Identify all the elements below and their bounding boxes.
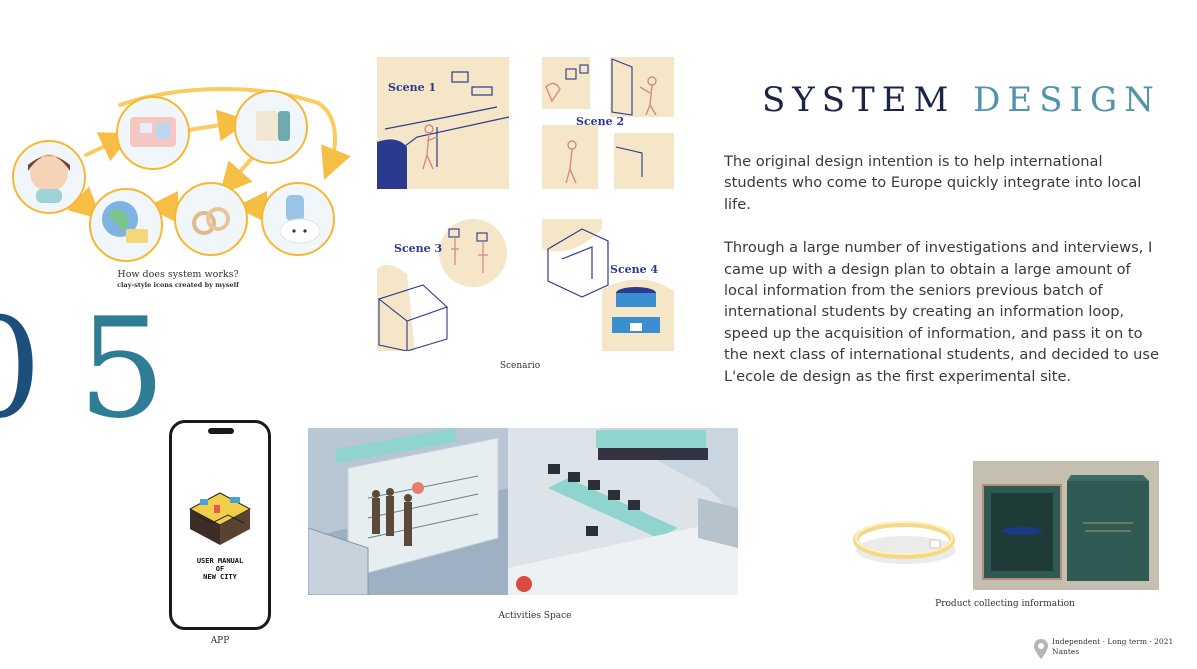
system-caption-title: How does system works? xyxy=(117,269,239,280)
activities-space-render-left xyxy=(308,428,508,595)
scene-4-product-stand xyxy=(612,287,660,333)
title-word-design: DESIGN xyxy=(973,80,1161,120)
phone-notch xyxy=(208,428,234,434)
location-pin-icon xyxy=(1034,639,1048,659)
scene-3-illustration xyxy=(377,219,507,351)
globe-map-icon xyxy=(89,188,163,262)
visitor-figures xyxy=(372,488,412,546)
scene-4-label: Scene 4 xyxy=(610,263,659,276)
scene-4-illustration xyxy=(542,219,674,351)
section-number-digit-five: 5 xyxy=(78,288,166,449)
app-screen-title: USER MANUAL OF NEW CITY xyxy=(178,557,262,581)
description-text: The original design intention is to help… xyxy=(724,151,1164,409)
scene-3-label: Scene 3 xyxy=(394,242,443,255)
cloud-icon xyxy=(261,182,335,256)
page-title: SYSTEM DESIGN xyxy=(762,80,1161,120)
isometric-city-map-icon xyxy=(188,492,252,545)
activities-space-render-right xyxy=(508,428,738,595)
handbook-icon xyxy=(234,90,308,164)
section-number-digit-zero: 0 xyxy=(0,300,42,438)
app-screen-line-2: OF xyxy=(215,565,225,573)
student-avatar-icon xyxy=(12,140,86,214)
product-ring-illustration xyxy=(853,521,956,564)
activities-caption: Activities Space xyxy=(498,611,572,621)
paragraph-process: Through a large number of investigations… xyxy=(724,239,1160,385)
scene-2-label: Scene 2 xyxy=(576,115,625,128)
scene-1-label: Scene 1 xyxy=(388,81,437,94)
scene-1-illustration xyxy=(377,57,509,189)
product-gift-box xyxy=(973,461,1159,590)
system-caption-subtitle: clay-style icons created by myself xyxy=(117,281,239,289)
info-board-icon xyxy=(116,96,190,170)
project-location: Nantes xyxy=(1052,647,1080,656)
system-loop-diagram xyxy=(12,86,351,262)
project-meta: Independent · Long term · 2021 Nantes xyxy=(1052,637,1173,657)
scene-2-illustration xyxy=(542,57,674,189)
project-meta-line: Independent · Long term · 2021 xyxy=(1052,637,1174,646)
phone-mockup: USER MANUAL OF NEW CITY xyxy=(169,420,271,630)
app-screen-line-1: USER MANUAL xyxy=(196,557,244,565)
app-screen-line-3: NEW CITY xyxy=(203,573,237,581)
rings-icon xyxy=(174,182,248,256)
app-caption: APP xyxy=(210,636,230,646)
product-caption: Product collecting information xyxy=(935,599,1075,609)
paragraph-intention: The original design intention is to help… xyxy=(724,153,1142,213)
title-word-system: SYSTEM xyxy=(762,80,956,120)
scenario-caption: Scenario xyxy=(499,361,541,371)
